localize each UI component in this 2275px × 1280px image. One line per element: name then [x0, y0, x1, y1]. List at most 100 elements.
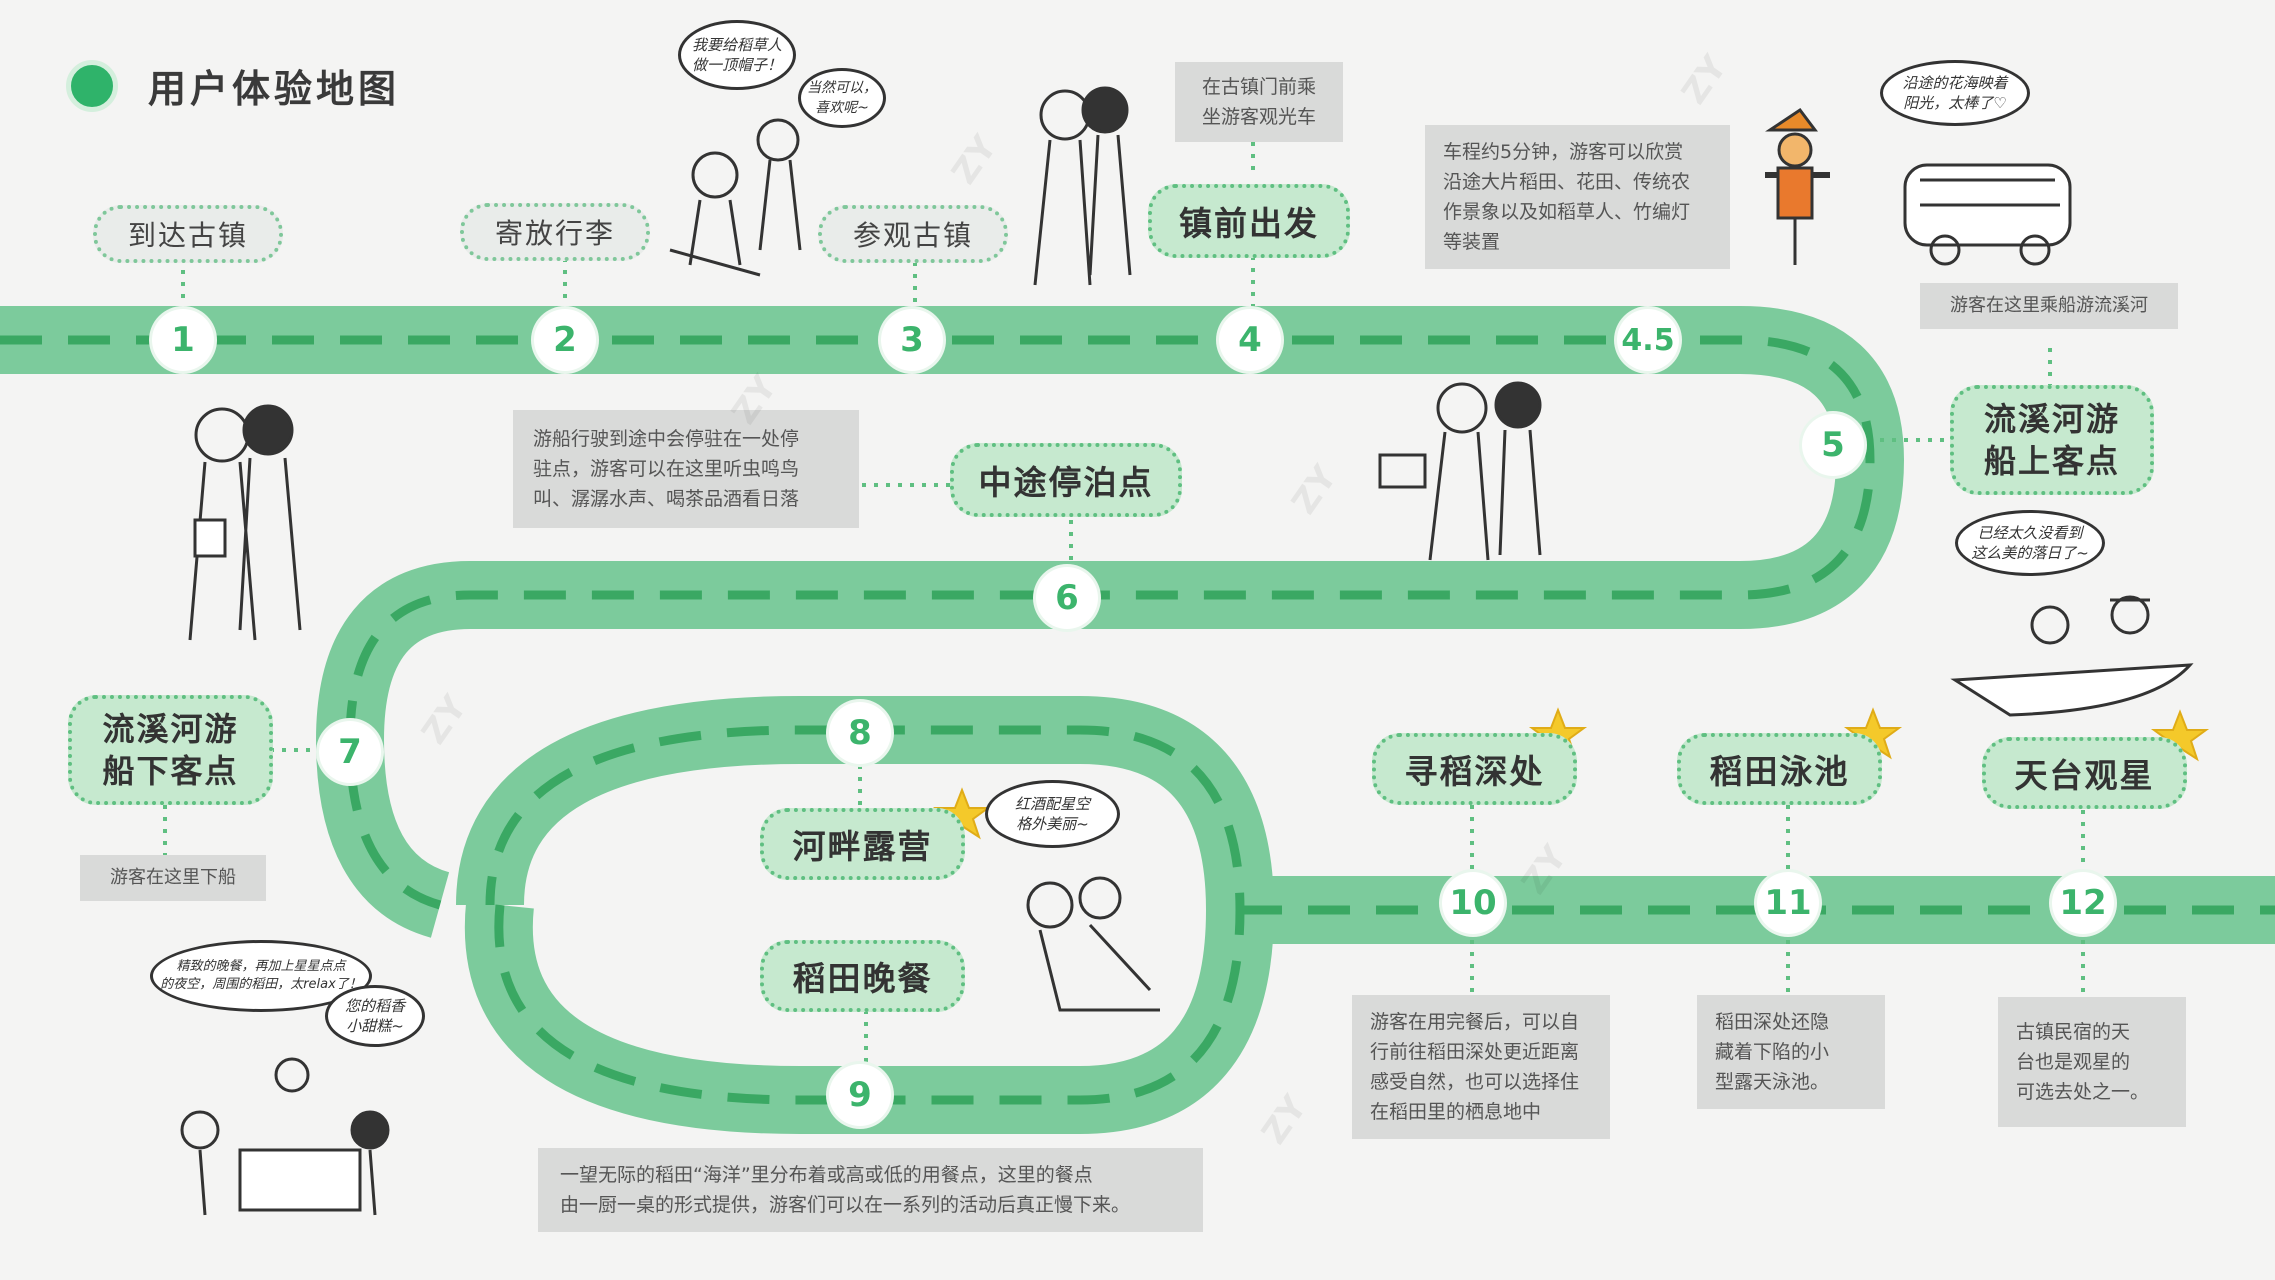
note-line: 稻田深处还隐	[1715, 1011, 1830, 1033]
stop-paddy-dinner: 稻田晚餐	[760, 940, 965, 1012]
stop-riverside-camp: 河畔露营	[760, 808, 965, 880]
stop-depart: 镇前出发	[1148, 184, 1350, 258]
note-line: 游客在这里乘船游流溪河	[1950, 295, 2148, 316]
bubble-line: 喜欢呢~	[815, 100, 869, 116]
stop-label: 寻稻深处	[1404, 752, 1545, 791]
stop-midway: 中途停泊点	[950, 443, 1182, 517]
luggage-illustration	[669, 118, 802, 277]
node-6: 6	[1036, 567, 1098, 629]
illustrations	[180, 86, 2194, 1216]
note-line: 叫、潺潺水声、喝茶品酒看日落	[533, 488, 800, 510]
node-5: 5	[1802, 414, 1864, 476]
node-8: 8	[829, 702, 891, 764]
bubble-line: 小甜糕~	[346, 1017, 404, 1035]
bubble-line: 精致的晚餐，再加上星星点点	[176, 959, 346, 974]
stop-label: 中途停泊点	[978, 463, 1154, 502]
note-line: 一望无际的稻田“海洋”里分布着或高或低的用餐点，这里的餐点	[560, 1164, 1093, 1186]
bubble-line: 阳光，太棒了♡	[1903, 94, 2007, 112]
stop-label: 天台观星	[2014, 756, 2155, 795]
scarecrow-illustration	[1765, 107, 1830, 265]
stop-deep-paddy: 寻稻深处	[1372, 733, 1577, 805]
node-3: 3	[881, 309, 943, 371]
connectors	[163, 142, 2085, 1065]
speech-bubble-sunset: 已经太久没看到这么美的落日了~	[1955, 510, 2105, 576]
boat-illustration	[1950, 595, 2194, 717]
couple-illustration-top	[1033, 86, 1132, 286]
page-header: 用户体验地图	[66, 58, 400, 113]
note-deep-paddy: 游客在用完餐后，可以自 行前往稻田深处更近距离 感受自然，也可以选择住 在稻田里…	[1352, 995, 1610, 1139]
stop-boat-board: 流溪河游 船上客点	[1950, 385, 2154, 495]
speech-bubble-wine: 红酒配星空格外美丽~	[985, 780, 1120, 848]
note-line: 可选去处之一。	[2016, 1081, 2150, 1103]
couple-illustration-middle	[1378, 381, 1542, 561]
node-2: 2	[534, 309, 596, 371]
node-7: 7	[319, 721, 381, 783]
note-line: 作景象以及如稻草人、竹编灯	[1443, 201, 1691, 223]
road-dash	[0, 335, 1875, 910]
title-dot-icon	[66, 59, 118, 112]
node-4: 4	[1219, 309, 1281, 371]
bubble-line: 您的稻香	[344, 997, 405, 1015]
note-line: 驻点，游客可以在这里听虫鸣鸟	[533, 458, 800, 480]
bubble-line: 的夜空，周围的稻田，太relax了！	[160, 977, 362, 992]
stop-label: 寄放行李	[494, 217, 615, 250]
bus-illustration	[1903, 163, 2072, 266]
note-line: 坐游客观光车	[1201, 106, 1316, 128]
note-line: 游客在这里下船	[110, 867, 236, 888]
note-boat-board: 游客在这里乘船游流溪河	[1920, 283, 2178, 329]
note-line: 等装置	[1443, 231, 1501, 253]
stop-label: 镇前出发	[1179, 204, 1319, 243]
page-title: 用户体验地图	[148, 67, 401, 111]
speech-bubble-hat: 我要给稻草人做一顶帽子！	[678, 20, 796, 90]
note-paddy-pool: 稻田深处还隐 藏着下陷的小 型露天泳池。	[1697, 995, 1885, 1109]
speech-bubble-dinner: 精致的晚餐，再加上星星点点的夜空，周围的稻田，太relax了！	[150, 940, 372, 1012]
note-line: 游客在用完餐后，可以自	[1370, 1011, 1580, 1033]
stop-label-line: 流溪河游	[102, 710, 239, 748]
note-line: 行前往稻田深处更近距离	[1370, 1041, 1580, 1063]
bubble-line: 格外美丽~	[1016, 815, 1089, 833]
node-1: 1	[152, 309, 214, 371]
note-line: 在稻田里的栖息地中	[1370, 1101, 1542, 1123]
note-line: 游船行驶到途中会停驻在一处停	[533, 428, 800, 450]
stop-label: 参观古镇	[852, 219, 973, 252]
speech-bubble-flowers: 沿途的花海映着阳光，太棒了♡	[1880, 60, 2030, 126]
stop-rooftop-stars: 天台观星	[1982, 737, 2187, 809]
speech-bubble-reply: 当然可以， 喜欢呢~	[798, 68, 886, 128]
dinner-illustration	[180, 1057, 390, 1216]
note-line: 感受自然，也可以选择住	[1370, 1071, 1580, 1093]
stop-label: 稻田晚餐	[792, 959, 933, 998]
bubble-line: 当然可以，	[807, 80, 877, 96]
stop-luggage: 寄放行李	[460, 203, 650, 261]
bubble-line: 这么美的落日了~	[1971, 544, 2089, 562]
note-line: 古镇民宿的天	[2016, 1021, 2131, 1043]
stop-label: 稻田泳池	[1709, 752, 1850, 791]
stop-label-line: 船上客点	[1983, 442, 2120, 480]
bubble-line: 我要给稻草人	[691, 36, 782, 54]
stop-label-line: 船下客点	[102, 752, 239, 790]
note-line: 由一厨一桌的形式提供，游客们可以在一系列的活动后真正慢下来。	[560, 1194, 1131, 1216]
stop-boat-alight: 流溪河游 船下客点	[68, 695, 273, 805]
node-10: 10	[1442, 872, 1504, 934]
couple-illustration-left	[188, 404, 302, 641]
bubble-line: 沿途的花海映着	[1902, 74, 2008, 92]
note-rooftop-stars: 古镇民宿的天 台也是观星的 可选去处之一。	[1998, 997, 2186, 1127]
note-line: 台也是观星的	[2016, 1051, 2131, 1073]
node-11: 11	[1757, 872, 1819, 934]
note-line: 型露天泳池。	[1715, 1071, 1830, 1093]
stop-visit-town: 参观古镇	[818, 205, 1008, 263]
note-midway: 游船行驶到途中会停驻在一处停 驻点，游客可以在这里听虫鸣鸟 叫、潺潺水声、喝茶品…	[513, 410, 859, 528]
note-boat-alight: 游客在这里下船	[80, 855, 266, 901]
node-4-5: 4.5	[1617, 309, 1679, 371]
speech-bubble-dessert: 您的稻香小甜糕~	[325, 985, 425, 1047]
stop-label: 到达古镇	[127, 219, 248, 252]
node-9: 9	[829, 1064, 891, 1126]
note-shuttle-ride: 车程约5分钟，游客可以欣赏 沿途大片稻田、花田、传统农 作景象以及如稻草人、竹编…	[1425, 125, 1730, 269]
stop-label: 河畔露营	[792, 827, 933, 866]
stop-arrive-town: 到达古镇	[93, 205, 283, 263]
note-line: 沿途大片稻田、花田、传统农	[1443, 171, 1691, 193]
note-line: 藏着下陷的小	[1715, 1041, 1830, 1063]
stop-paddy-pool: 稻田泳池	[1677, 733, 1882, 805]
bubble-line: 已经太久没看到	[1977, 524, 2083, 542]
note-line: 车程约5分钟，游客可以欣赏	[1443, 141, 1684, 163]
